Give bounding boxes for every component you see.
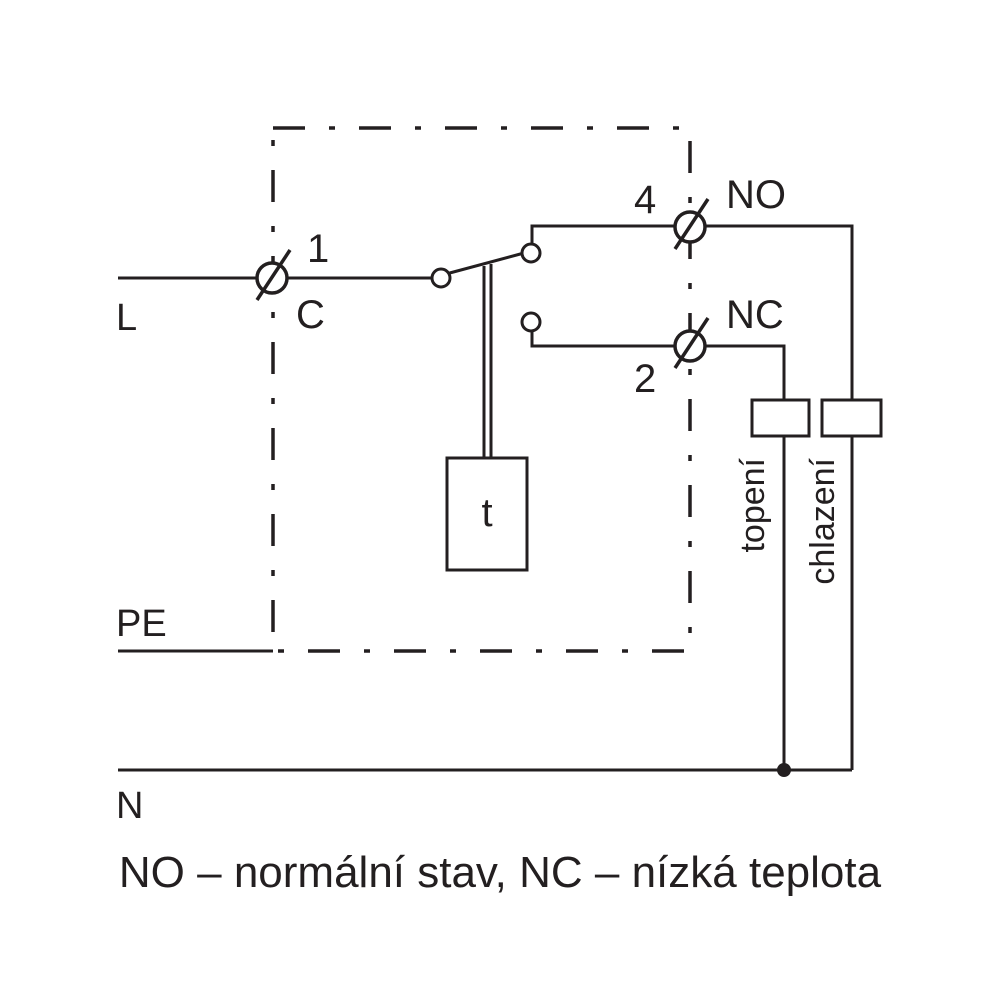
sensor-box <box>445 456 529 572</box>
nc-contact-wire <box>530 330 786 770</box>
earth-label: PE <box>116 603 167 645</box>
terminal-4-number: 4 <box>634 178 656 222</box>
live-label: L <box>116 297 137 339</box>
terminal-2-number: 2 <box>634 357 656 401</box>
terminal-1-number: 1 <box>307 227 329 271</box>
heating-load-box <box>750 398 811 438</box>
terminal-2-name: NC <box>726 293 784 337</box>
no-contact <box>520 242 542 264</box>
neutral-junction-dot <box>777 763 791 777</box>
thermostat-housing <box>271 126 692 653</box>
cooling-load-label: chlazení <box>804 457 842 584</box>
terminal-1-screw-icon <box>255 249 292 301</box>
terminal-2-screw-icon <box>673 317 710 369</box>
neutral-label: N <box>116 785 143 827</box>
terminal-1-letter: C <box>296 293 325 337</box>
diagram-caption: NO – normální stav, NC – nízká teplota <box>118 848 882 897</box>
sensor-label: t <box>481 491 492 535</box>
terminal-4-name: NO <box>726 173 786 217</box>
switch-lever <box>445 251 525 276</box>
terminal-4-screw-icon <box>673 198 710 250</box>
nc-contact <box>520 311 542 333</box>
cooling-load-box <box>820 398 883 438</box>
common-contact <box>430 267 452 289</box>
heating-load-label: topení <box>734 457 772 552</box>
